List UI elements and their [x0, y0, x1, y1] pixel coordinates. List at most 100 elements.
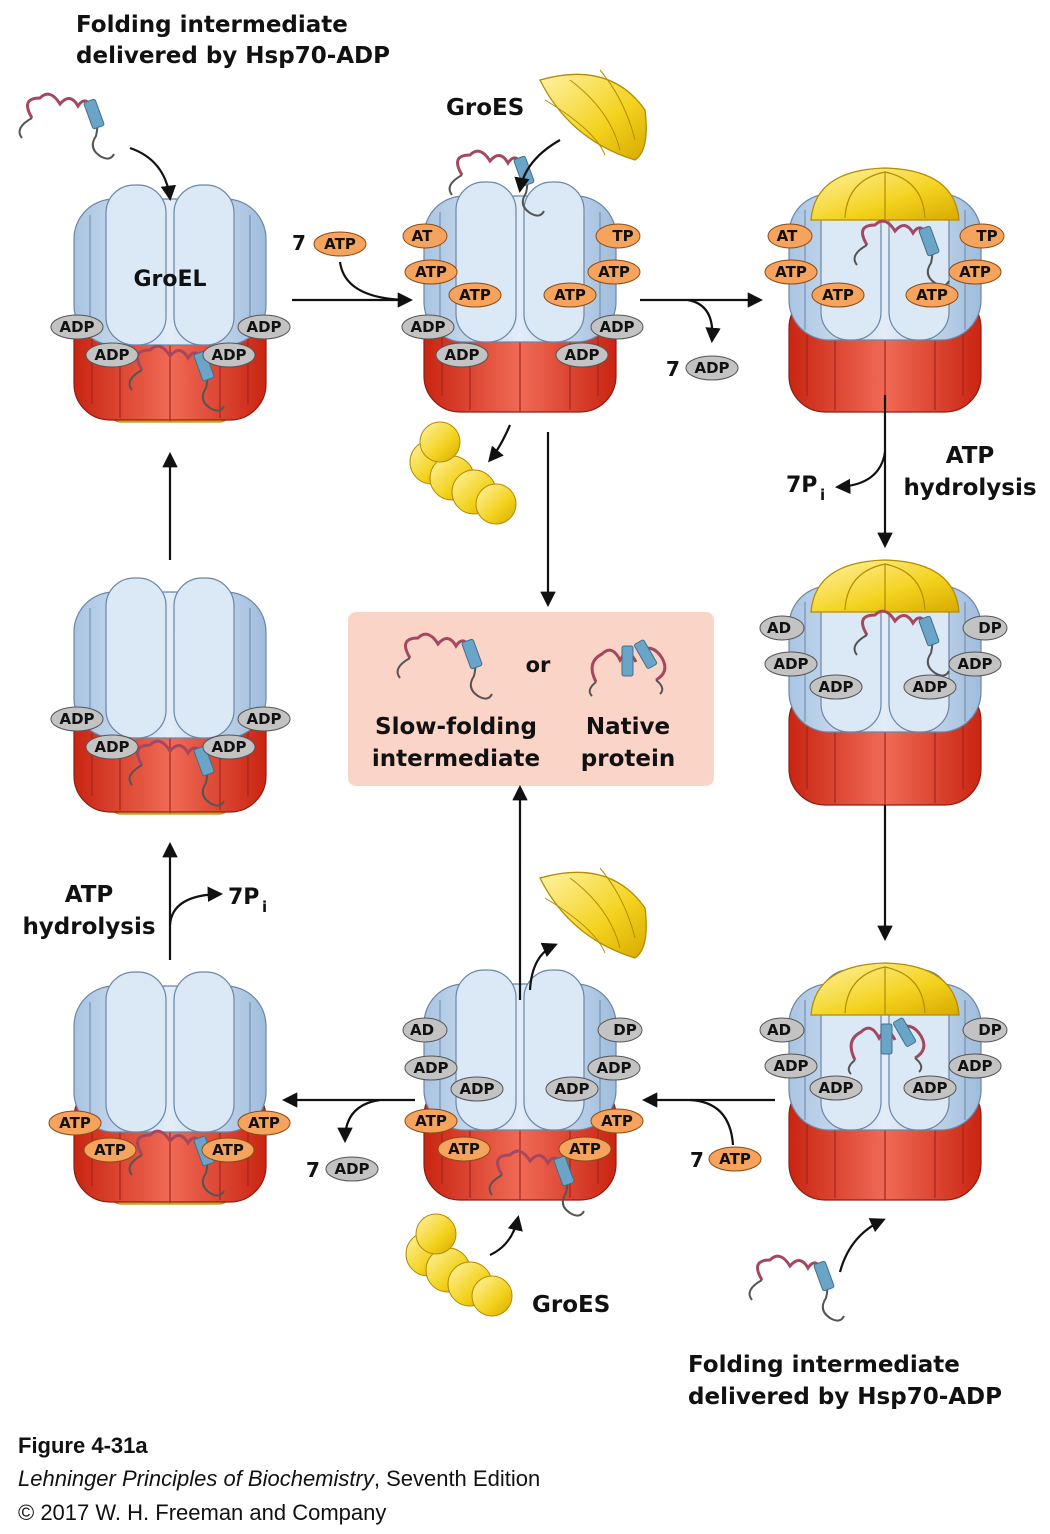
svg-text:AD: AD	[767, 1021, 791, 1039]
atp-pill: ATP	[237, 1110, 291, 1136]
svg-text:ADP: ADP	[410, 318, 445, 336]
svg-text:ADP: ADP	[957, 655, 992, 673]
groel-label: GroEL	[133, 267, 206, 292]
svg-text:i: i	[262, 898, 267, 916]
atp-pill: ATP	[590, 1108, 644, 1134]
atp-pill: AT	[402, 223, 448, 249]
svg-text:ADP: ADP	[818, 678, 853, 696]
book-edition: , Seventh Edition	[373, 1466, 541, 1491]
svg-text:7: 7	[666, 357, 680, 381]
native-protein-label-1: Native	[586, 714, 670, 740]
atp-pill: ATP	[404, 259, 458, 285]
adp-pill: ADP	[764, 651, 818, 677]
adp-pill: ADP	[404, 1055, 458, 1081]
atp-pill: ATP	[404, 1108, 458, 1134]
adp-pill: ADP	[85, 342, 139, 368]
adp-pill: ADP	[587, 1055, 641, 1081]
slow-folding-label-1: Slow-folding	[375, 714, 537, 740]
adp-pill: DP	[962, 1017, 1008, 1043]
atp-pill: ATP	[811, 282, 865, 308]
groes-incoming-bottom	[405, 1213, 513, 1317]
svg-text:ADP: ADP	[94, 346, 129, 364]
adp-pill: ADP	[237, 314, 291, 340]
atp-pill: ATP	[48, 1110, 102, 1136]
atp-pill: ATP	[437, 1136, 491, 1162]
svg-text:DP: DP	[978, 619, 1001, 637]
svg-text:ATP: ATP	[569, 1140, 601, 1158]
svg-text:ATP: ATP	[775, 263, 807, 281]
atp-pill: ATP	[448, 282, 502, 308]
delivered-by-label-bottom: delivered by Hsp70-ADP	[688, 1384, 1002, 1410]
atp-hydrolysis-label-right-2: hydrolysis	[903, 475, 1036, 501]
copyright: © 2017 W. H. Freeman and Company	[18, 1500, 387, 1525]
svg-text:ADP: ADP	[957, 1057, 992, 1075]
folding-intermediate-label-top: Folding intermediate	[76, 12, 348, 38]
svg-text:ADP: ADP	[564, 346, 599, 364]
svg-text:ATP: ATP	[601, 1112, 633, 1130]
svg-text:ADP: ADP	[59, 318, 94, 336]
svg-text:ADP: ADP	[912, 1079, 947, 1097]
svg-text:ADP: ADP	[773, 655, 808, 673]
adp-pill: ADP	[545, 1076, 599, 1102]
svg-text:ADP: ADP	[413, 1059, 448, 1077]
adp-pill: ADP	[50, 314, 104, 340]
svg-text:DP: DP	[613, 1021, 636, 1039]
groel-complex-7	[73, 971, 267, 1205]
svg-text:ADP: ADP	[211, 738, 246, 756]
groes-cap-bottom	[539, 867, 647, 959]
atp-pill: ATP	[201, 1137, 255, 1163]
svg-text:ADP: ADP	[444, 346, 479, 364]
svg-text:ATP: ATP	[459, 286, 491, 304]
adp-pill: ADP	[590, 314, 644, 340]
adp-pill: AD	[759, 1017, 805, 1043]
atp-pill: TP	[959, 223, 1005, 249]
adp-pill: ADP	[450, 1076, 504, 1102]
svg-text:ATP: ATP	[448, 1140, 480, 1158]
arrows	[129, 139, 893, 1273]
adp-pill: ADP	[555, 342, 609, 368]
atp-input-top: 7 ATP	[292, 231, 367, 257]
native-protein-label-2: protein	[581, 746, 675, 772]
or-label: or	[526, 653, 551, 677]
svg-text:ADP: ADP	[246, 318, 281, 336]
substrate-free-bottom	[748, 1254, 846, 1323]
svg-text:ATP: ATP	[719, 1150, 751, 1168]
groes-label-top: GroES	[446, 95, 524, 121]
svg-text:AD: AD	[767, 619, 791, 637]
adp-pill: ADP	[948, 1053, 1002, 1079]
atp-pill: ATP	[587, 259, 641, 285]
adp-pill: ADP	[202, 734, 256, 760]
adp-pill: ADP	[435, 342, 489, 368]
atp-pill: ATP	[543, 282, 597, 308]
groes-released-top	[409, 421, 517, 525]
svg-text:ATP: ATP	[554, 286, 586, 304]
svg-text:ATP: ATP	[94, 1141, 126, 1159]
atp-hydrolysis-label-left-2: hydrolysis	[22, 914, 155, 940]
slow-folding-label-2: intermediate	[372, 746, 540, 772]
atp-pill: ATP	[764, 259, 818, 285]
adp-pill: AD	[759, 615, 805, 641]
adp-pill: DP	[597, 1017, 643, 1043]
substrate-free-top	[18, 92, 116, 161]
atp-hydrolysis-label-right-1: ATP	[946, 443, 995, 469]
svg-text:7P: 7P	[228, 885, 259, 910]
groel-complex-1	[73, 184, 267, 423]
svg-text:ADP: ADP	[912, 678, 947, 696]
svg-text:7: 7	[292, 231, 306, 255]
svg-text:DP: DP	[978, 1021, 1001, 1039]
delivered-by-label-top: delivered by Hsp70-ADP	[76, 43, 390, 69]
svg-text:ADP: ADP	[818, 1079, 853, 1097]
folding-intermediate-label-bottom: Folding intermediate	[688, 1352, 960, 1378]
svg-text:ATP: ATP	[324, 235, 356, 253]
adp-pill: ADP	[903, 674, 957, 700]
adp-pill: ADP	[764, 1053, 818, 1079]
adp-pill: ADP	[948, 651, 1002, 677]
groes-label-bottom: GroES	[532, 1292, 610, 1318]
svg-text:ATP: ATP	[212, 1141, 244, 1159]
svg-text:ADP: ADP	[773, 1057, 808, 1075]
svg-text:ADP: ADP	[554, 1080, 589, 1098]
adp-pill: ADP	[202, 342, 256, 368]
